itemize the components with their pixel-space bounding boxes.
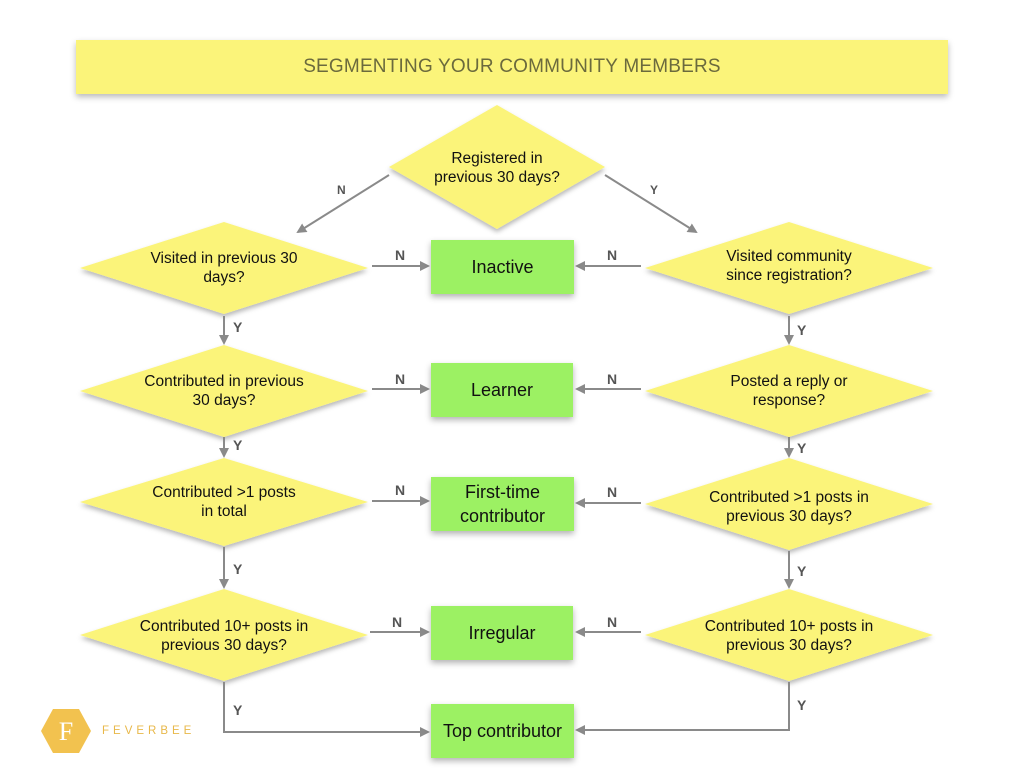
decision-contributed-previous	[80, 345, 368, 437]
arrow-registered-no	[296, 174, 390, 234]
arrow-right-to-top	[575, 682, 790, 735]
page-title: SEGMENTING YOUR COMMUNITY MEMBERS	[76, 40, 948, 94]
segment-irregular: Irregular	[431, 606, 573, 660]
decision-label-posted-reply: Posted a reply or response?	[730, 373, 848, 409]
decision-label-contributed-gt1-total: Contributed >1 posts in total	[152, 484, 296, 520]
branch-label-yes: Y	[233, 319, 243, 335]
arrow-registered-yes	[604, 174, 698, 234]
decision-posted-reply	[645, 345, 933, 437]
branch-label-yes: Y	[797, 563, 807, 579]
branch-label-no: N	[395, 371, 406, 387]
branch-label-yes: Y	[233, 437, 243, 453]
logo-mark: F	[59, 717, 73, 746]
segment-learner: Learner	[431, 363, 573, 417]
branch-label-yes: Y	[797, 440, 807, 456]
decision-label-contributed-previous: Contributed in previous 30 days?	[144, 373, 304, 409]
decision-visited-since-registration	[645, 222, 933, 314]
branch-label-no: N	[607, 371, 618, 387]
decision-contributed-gt1-previous	[645, 458, 933, 550]
brand-name: FEVERBEE	[102, 725, 196, 737]
branch-label-yes: Y	[797, 697, 807, 713]
decision-label-visited-previous: Visited in previous 30 days?	[150, 250, 298, 286]
decision-contributed-10-left	[80, 589, 368, 681]
branch-label-yes: Y	[233, 702, 243, 718]
branch-label-no: N	[395, 482, 406, 498]
segment-inactive: Inactive	[431, 240, 574, 294]
hexagon-logo-icon: F	[41, 709, 91, 753]
segment-top-contributor: Top contributor	[431, 704, 574, 758]
branch-label-no: N	[607, 614, 618, 630]
arrow-left-to-top	[223, 682, 430, 737]
branch-label-no: N	[392, 614, 403, 630]
decision-label-contributed-gt1-previous: Contributed >1 posts in previous 30 days…	[709, 489, 869, 525]
decision-label-registered: Registered in previous 30 days?	[434, 150, 560, 186]
branch-label-no: N	[607, 484, 618, 500]
decision-contributed-gt1-total	[80, 458, 368, 546]
decision-label-contributed-10-left: Contributed 10+ posts in previous 30 day…	[139, 618, 309, 654]
branch-label-no: N	[395, 247, 406, 263]
decision-registered	[389, 105, 605, 229]
branch-label-yes: Y	[650, 183, 659, 197]
segment-first-time-contributor: First-time contributor	[431, 477, 574, 531]
decision-label-contributed-10-right: Contributed 10+ posts in previous 30 day…	[704, 618, 874, 654]
decision-contributed-10-right	[645, 589, 933, 681]
decision-label-visited-since-registration: Visited community since registration?	[726, 248, 852, 284]
decision-visited-previous	[80, 222, 368, 314]
branch-label-yes: Y	[233, 561, 243, 577]
feverbee-logo: F FEVERBEE	[40, 708, 195, 754]
branch-label-yes: Y	[797, 322, 807, 338]
branch-label-no: N	[337, 183, 346, 197]
branch-label-no: N	[607, 247, 618, 263]
